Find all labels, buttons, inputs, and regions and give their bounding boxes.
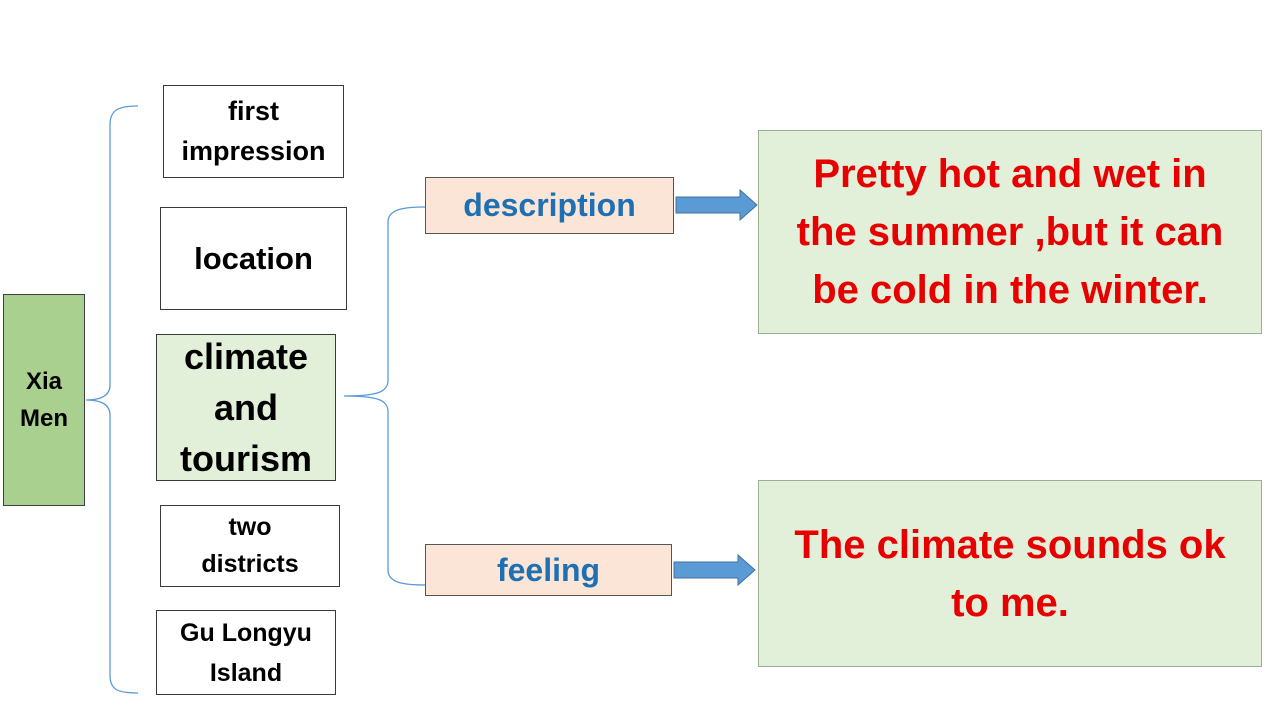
feeling-answer: The climate sounds ok to me. [758,480,1262,667]
topic-location: location [160,207,347,310]
answer-text: The climate sounds ok to me. [794,522,1226,625]
answer-text: Pretty hot and wet in the summer ,but it… [796,152,1224,312]
topic-gu-longyu-island: Gu Longyu Island [156,610,336,695]
root-node-xiamen: Xia Men [3,294,85,506]
branch-label: feeling [496,551,601,588]
branch-description: description [425,177,674,234]
topic-label: climate and tourism [179,335,312,480]
root-label: Xia Men [20,367,68,432]
topic-label: two districts [201,512,299,579]
branch-feeling: feeling [425,544,672,596]
topics-brace [85,105,139,694]
branch-brace [343,206,427,586]
topic-climate-and-tourism: climate and tourism [156,334,336,481]
topic-two-districts: two districts [160,505,340,587]
topic-first-impression: first impression [163,85,344,178]
description-answer: Pretty hot and wet in the summer ,but it… [758,130,1262,334]
description-arrow [675,188,758,222]
topic-label: Gu Longyu Island [180,618,312,687]
topic-label: first impression [181,96,326,166]
feeling-arrow [673,553,756,587]
topic-label: location [194,240,313,276]
branch-label: description [463,187,636,223]
